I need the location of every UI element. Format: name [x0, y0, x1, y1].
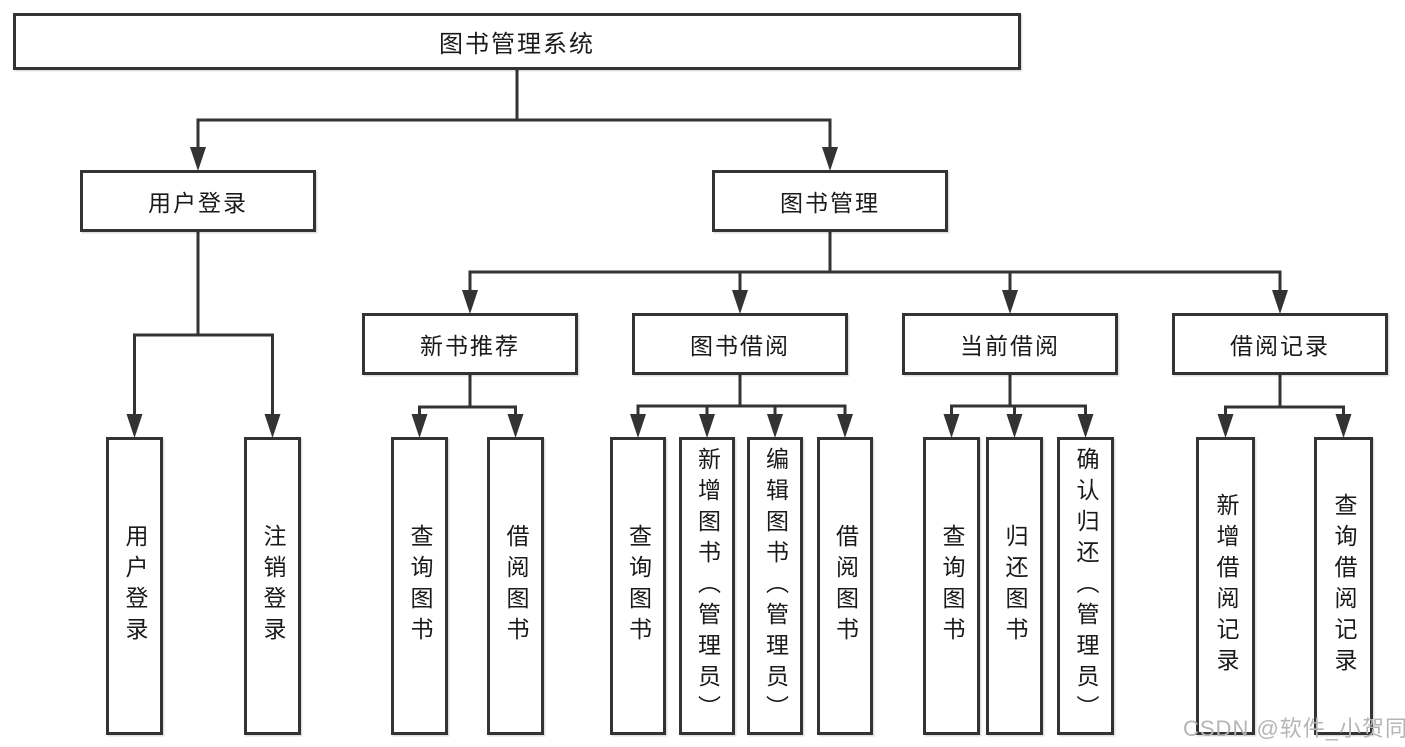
leaf-logout: 注销登录 [244, 437, 301, 735]
leaf-query-books-borrowing: 查询图书 [610, 437, 666, 735]
node-book-management: 图书管理 [712, 170, 948, 232]
leaf-user-login: 用户登录 [106, 437, 163, 735]
leaf-query-books-current: 查询图书 [923, 437, 980, 735]
leaf-edit-books-admin: 编辑图书（管理员） [747, 437, 803, 735]
leaf-query-borrow-record: 查询借阅记录 [1314, 437, 1373, 735]
node-current-borrowing: 当前借阅 [902, 313, 1118, 375]
node-user-login: 用户登录 [80, 170, 316, 232]
csdn-watermark: CSDN @软件_小贺同学 [1183, 716, 1405, 741]
leaf-borrow-books-recommend: 借阅图书 [487, 437, 544, 735]
leaf-add-borrow-record: 新增借阅记录 [1196, 437, 1255, 735]
node-borrowing-records: 借阅记录 [1172, 313, 1388, 375]
node-new-book-recommend: 新书推荐 [362, 313, 578, 375]
leaf-confirm-return-admin: 确认归还（管理员） [1057, 437, 1114, 735]
leaf-borrow-books: 借阅图书 [817, 437, 873, 735]
leaf-return-books: 归还图书 [986, 437, 1043, 735]
node-library-management-system: 图书管理系统 [13, 13, 1021, 70]
leaf-add-books-admin: 新增图书（管理员） [679, 437, 735, 735]
node-book-borrowing: 图书借阅 [632, 313, 848, 375]
leaf-query-books-recommend: 查询图书 [391, 437, 448, 735]
